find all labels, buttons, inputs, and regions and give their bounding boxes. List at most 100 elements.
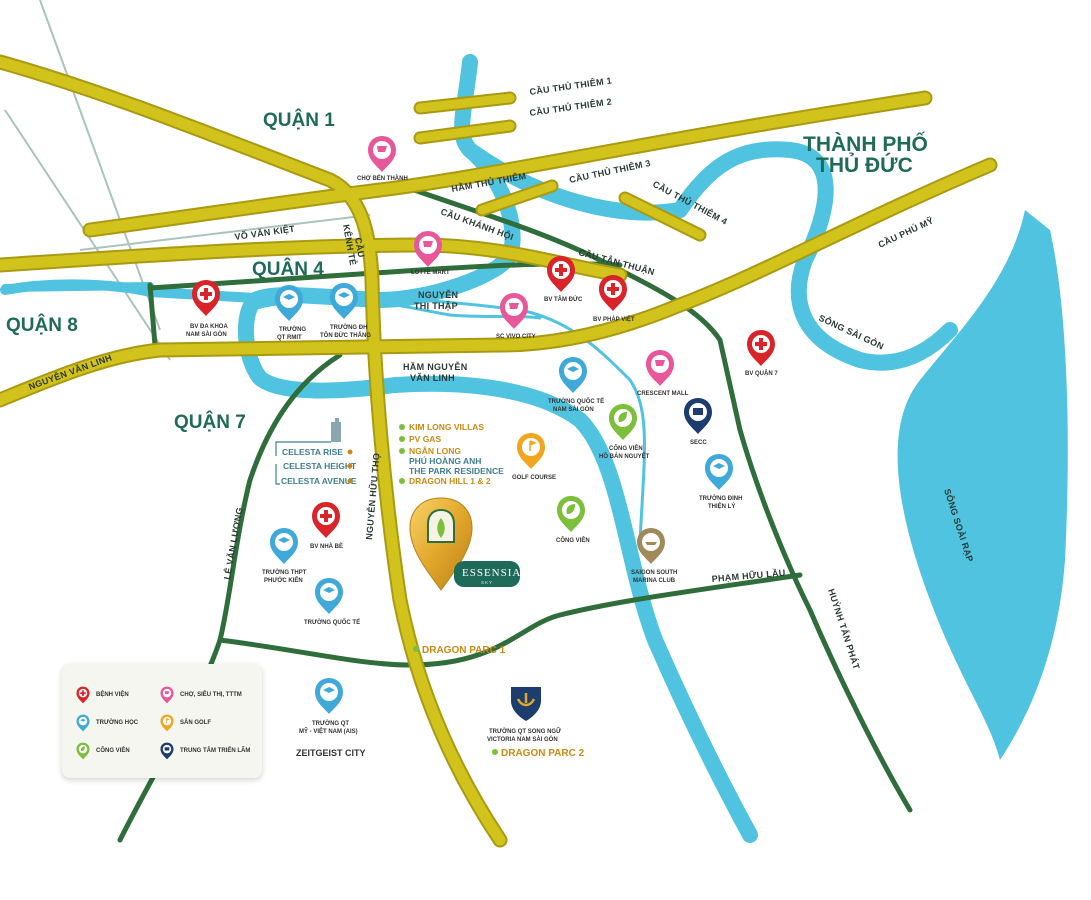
school-icon[interactable] [270, 528, 298, 564]
bridge-thu-thiem-2 [415, 121, 515, 143]
district-q1: QUẬN 1 [263, 109, 335, 131]
expo-icon[interactable] [684, 398, 712, 434]
cart-icon [160, 686, 174, 704]
hospital-icon[interactable] [547, 256, 575, 292]
project-celesta-rise: CELESTA RISE [282, 447, 343, 457]
poi-bv-quan-7: BV QUẬN 7 [745, 370, 778, 377]
legend-expo-label: TRUNG TÂM TRIỂN LÃM [180, 748, 251, 754]
school-icon[interactable] [315, 578, 343, 614]
road-nguyen-huu-tho [0, 56, 506, 846]
legend-golf-label: SÂN GOLF [180, 720, 211, 726]
school-icon[interactable] [705, 454, 733, 490]
label-thu-thiem-1: CẦU THỦ THIÊM 1 [529, 75, 613, 97]
poi-lotte-mart: LOTTE MART [411, 270, 450, 276]
district-q7: QUẬN 7 [174, 411, 246, 433]
project-ngan-long: NGÂN LONG [409, 445, 461, 456]
project-phu-hoang-anh: PHÚ HOÀNG ANH [409, 455, 481, 466]
poi-marina-1: SAIGON SOUTH [631, 570, 677, 576]
bridge-thu-thiem-1 [415, 93, 515, 113]
poi-truong-qt-nsg-2: NAM SÀI GÒN [553, 405, 594, 413]
poi-tdt-1: TRƯỜNG ĐH [330, 323, 367, 331]
park-icon [76, 742, 90, 760]
school-icon[interactable] [330, 283, 358, 319]
poi-zeitgeist: ZEITGEIST CITY [296, 748, 366, 758]
poi-cho-ben-thanh: CHỢ BẾN THÀNH [357, 175, 408, 182]
legend-park-label: CÔNG VIÊN [96, 748, 130, 754]
poi-bv-tam-duc: BV TÂM ĐỨC [544, 296, 583, 303]
label-nguyen-thi-thap-1: NGUYỄN [418, 289, 458, 300]
school-icon[interactable] [559, 357, 587, 393]
poi-bv-nha-be: BV NHÀ BÈ [310, 542, 343, 550]
legend-school: TRƯỜNG HỌC [76, 714, 138, 732]
project-kim-long: KIM LONG VILLAS [409, 422, 484, 432]
hospital-icon[interactable] [192, 280, 220, 316]
project-dragon-hill: DRAGON HILL 1 & 2 [409, 476, 491, 486]
bridge-thu-thiem-3 [477, 181, 557, 215]
legend-market: CHỢ, SIÊU THỊ, TTTM [160, 686, 242, 704]
project-park-residence: THE PARK RESIDENCE [409, 466, 504, 476]
victoria-school-icon[interactable] [511, 687, 541, 721]
poi-golf-course: GOLF COURSE [512, 475, 556, 481]
label-thu-thiem-2: CẦU THỦ THIÊM 2 [529, 96, 613, 118]
poi-marina-2: MARINA CLUB [633, 578, 676, 584]
cart-icon[interactable] [414, 231, 442, 267]
poi-tdt-2: TÔN ĐỨC THẮNG [320, 331, 371, 339]
poi-ais-2: MỸ - VIỆT NAM (AIS) [299, 727, 358, 735]
hospital-icon[interactable] [599, 275, 627, 311]
park-icon[interactable] [557, 496, 585, 532]
legend-hospital: BỆNH VIỆN [76, 686, 129, 704]
essensia-sub: SKY [481, 580, 493, 585]
golf-icon [160, 714, 174, 732]
poi-thpt-2: PHƯỚC KIỂN [264, 576, 303, 584]
legend-expo: TRUNG TÂM TRIỂN LÃM [160, 742, 250, 760]
poi-cong-vien: CÔNG VIÊN [556, 536, 590, 544]
district-q8: QUẬN 8 [6, 314, 78, 336]
label-vo-van-kiet: VÕ VĂN KIỆT [234, 223, 296, 242]
legend-market-label: CHỢ, SIÊU THỊ, TTTM [180, 692, 242, 698]
project-pv-gas: PV GAS [409, 434, 441, 444]
rivers [0, 54, 1068, 843]
hospital-icon[interactable] [312, 502, 340, 538]
river-soai-rap [897, 210, 1068, 760]
legend-school-label: TRƯỜNG HỌC [96, 720, 139, 726]
poi-dinh-thien-ly-1: TRƯỜNG ĐINH [699, 494, 742, 502]
hospital-icon [76, 686, 90, 704]
essensia-name: ESSENSIA [462, 567, 521, 579]
golf-icon[interactable] [517, 433, 545, 469]
poi-dinh-thien-ly-2: THIỆN LÝ [708, 502, 735, 510]
poi-cong-vien-hbn-1: CÔNG VIÊN [609, 444, 643, 452]
legend-park: CÔNG VIÊN [76, 742, 130, 760]
cart-icon[interactable] [646, 350, 674, 386]
legend-hospital-label: BỆNH VIỆN [96, 692, 129, 698]
label-ham-nvl-2: VĂN LINH [410, 373, 455, 383]
cart-icon[interactable] [368, 136, 396, 172]
school-icon[interactable] [315, 678, 343, 714]
road-nguyen-van-linh [0, 159, 996, 406]
label-nguyen-van-linh: NGUYỄN VĂN LINH [27, 351, 113, 391]
bridge-thu-thiem-4 [620, 193, 705, 240]
marina-icon[interactable] [637, 528, 665, 564]
district-thuduc-2: THỦ ĐỨC [816, 153, 913, 177]
label-cau-kenh-te-1: CẦU [353, 237, 366, 259]
poi-vivo-city: SC VIVO CITY [496, 334, 536, 340]
poi-victoria-2: VICTORIA NAM SÀI GÒN [487, 735, 558, 743]
hospital-icon[interactable] [747, 330, 775, 366]
project-celesta-height: CELESTA HEIGHT [283, 461, 357, 471]
school-icon[interactable] [275, 285, 303, 321]
project-dragon-parc-1: DRAGON PARC 1 [422, 645, 506, 656]
poi-truong-quoc-te: TRƯỜNG QUỐC TẾ [304, 618, 360, 626]
river-saigon [237, 54, 758, 843]
poi-thpt-1: TRƯỜNG THPT [262, 568, 307, 576]
river-saigon-2 [462, 141, 958, 371]
park-icon[interactable] [609, 404, 637, 440]
essensia-main-pin[interactable]: ESSENSIA SKY [409, 497, 521, 591]
poi-bv-da-khoa-2: NAM SÀI GÒN [186, 330, 227, 338]
poi-ais-1: TRƯỜNG QT [312, 719, 349, 727]
district-thuduc-1: THÀNH PHỐ [803, 132, 928, 156]
poi-rmit-1: TRƯỜNG [279, 325, 306, 333]
poi-crescent-mall: CRESCENT MALL [637, 391, 689, 397]
poi-bv-da-khoa-1: BV ĐA KHOA [190, 324, 228, 330]
cart-icon[interactable] [500, 293, 528, 329]
label-nguyen-thi-thap-2: THỊ THẬP [414, 300, 458, 311]
